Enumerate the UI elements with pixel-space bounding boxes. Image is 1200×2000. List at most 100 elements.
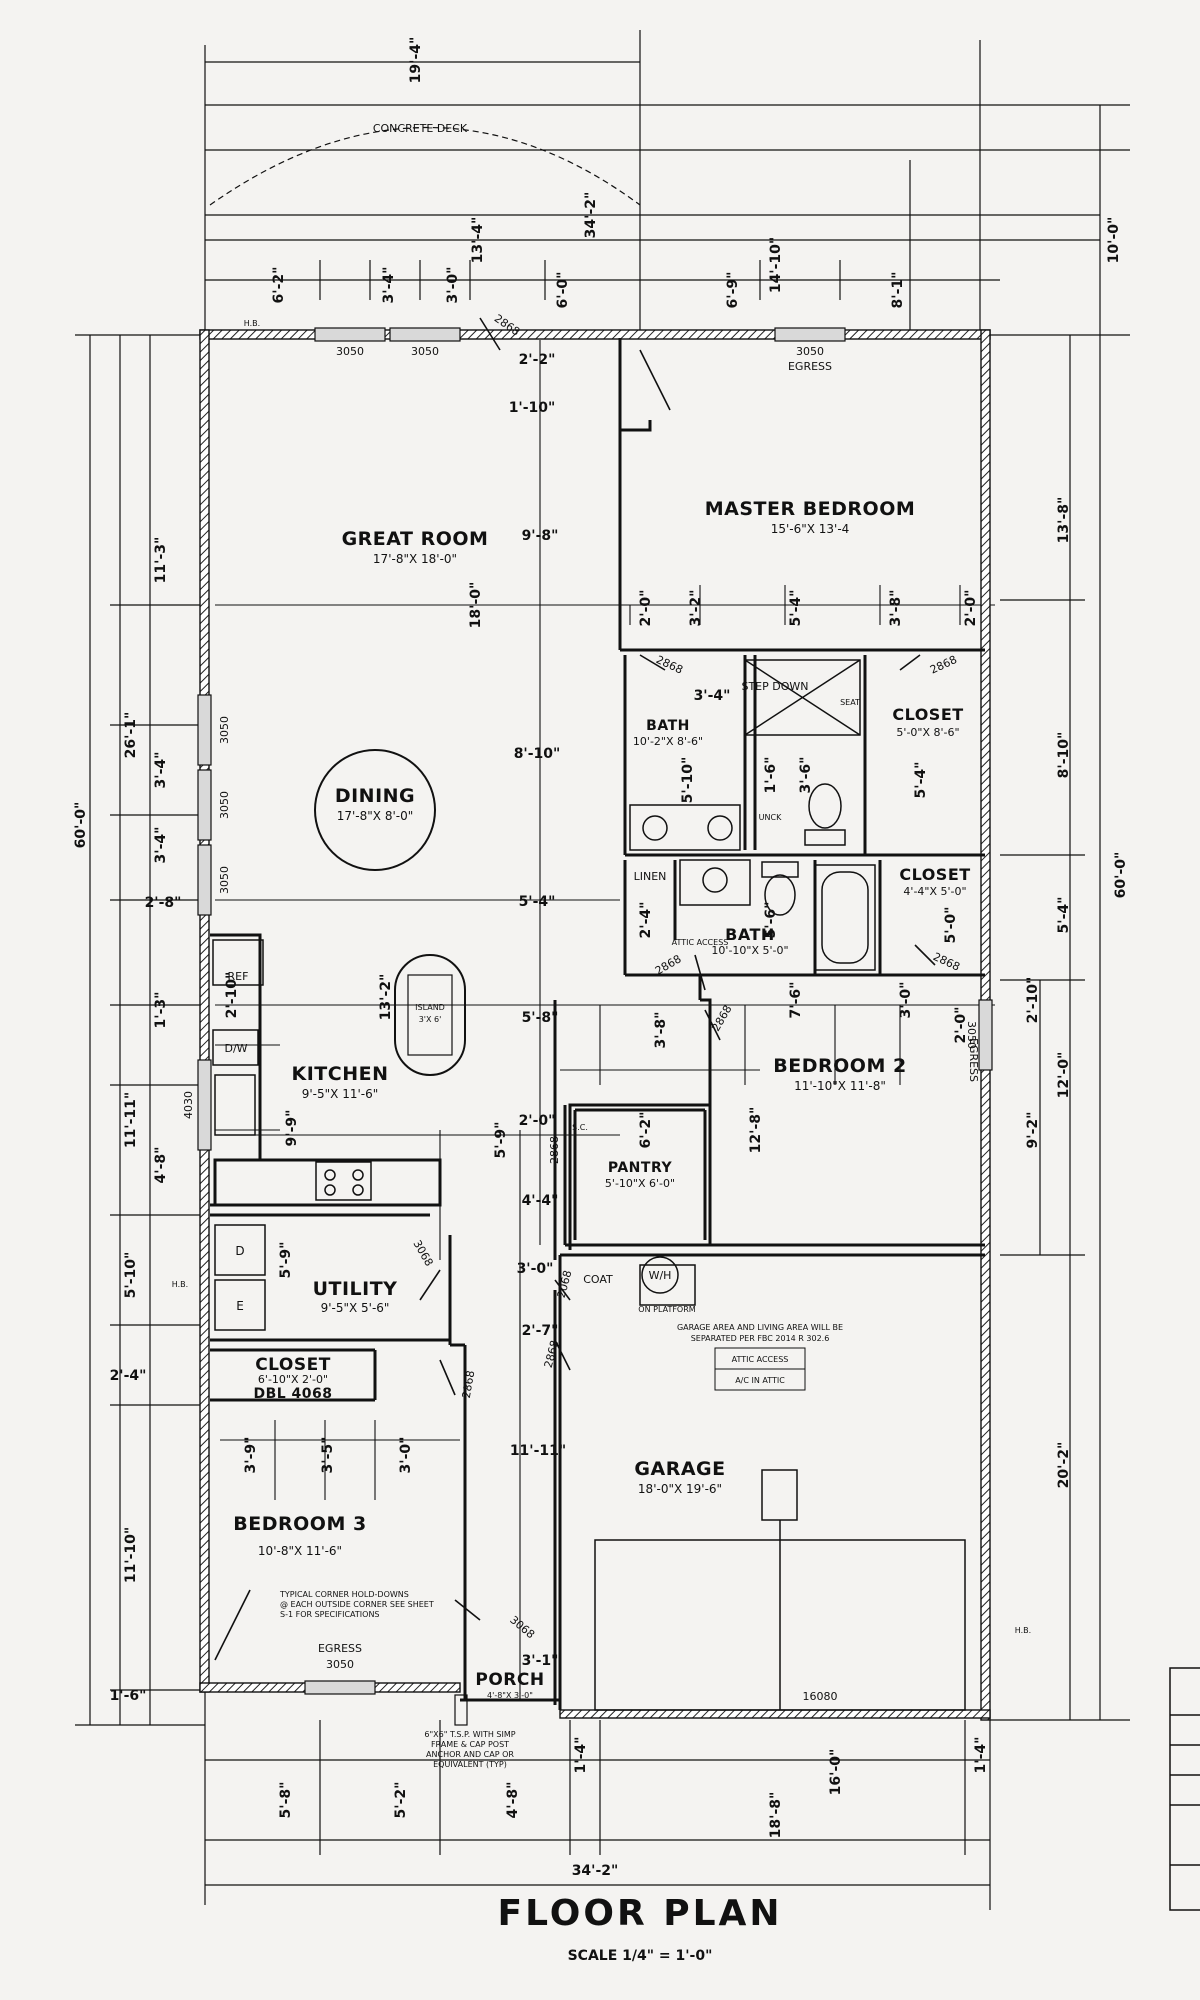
dim-bath-2: 5'-10" (680, 757, 696, 804)
dim-left-f: 1'-3" (153, 992, 169, 1029)
coat-label: COAT (583, 1273, 613, 1286)
win-top-1: 3050 (336, 345, 364, 358)
door-closet: 2868 (928, 653, 959, 677)
kitchen-island (394, 954, 466, 1076)
master-bedroom-label: MASTER BEDROOM (705, 498, 916, 520)
dining-label: DINING (335, 785, 415, 807)
windows (197, 327, 993, 1695)
dim-left-j: 2'-4" (110, 1368, 147, 1384)
dim-right-b: 8'-10" (1056, 732, 1072, 779)
win-left-kitchen: 4030 (182, 1091, 195, 1119)
sc-label: S.C. (572, 1123, 588, 1132)
dim-int-4: 18'-0" (468, 582, 484, 629)
dim-int-3: 9'-8" (522, 528, 559, 544)
dim-int-11: 9'-9" (284, 1110, 300, 1147)
porch-label: PORCH (475, 1670, 544, 1690)
dim-right-g: 20'-2" (1056, 1442, 1072, 1489)
dim-bath-1: 3'-4" (694, 688, 731, 704)
dim-right-total: 60'-0" (1113, 852, 1129, 899)
great-room-size: 17'-8"X 18'-0" (373, 552, 457, 566)
dim-top-deck: 34'-2" (583, 192, 599, 239)
dim-bot-total: 34'-2" (572, 1863, 619, 1879)
dim-left-c: 3'-4" (153, 752, 169, 789)
egress-top: EGRESS (788, 360, 832, 373)
dim-right-a: 13'-8" (1056, 497, 1072, 544)
dim-right-d: 2'-10" (1025, 977, 1041, 1024)
master-bath-label: BATH (646, 718, 690, 734)
dim-hc-1: 5'-0" (943, 907, 959, 944)
dim-right-c: 5'-4" (1056, 897, 1072, 934)
dim-left-e: 2'-8" (145, 895, 182, 911)
garage-label: GARAGE (634, 1458, 725, 1480)
dim-bot-c: 4'-8" (505, 1782, 521, 1819)
dim-left-g: 11'-11" (123, 1092, 139, 1148)
interior-dimensions (215, 340, 995, 1700)
door-bath: 2868 (654, 653, 685, 677)
right-dimensions (990, 334, 1130, 1721)
dim-int-8: 13'-2" (378, 974, 394, 1021)
kitchen-label: KITCHEN (292, 1063, 389, 1085)
dim-left-b: 26'-1" (123, 712, 139, 759)
dim-left-a: 11'-3" (153, 537, 169, 584)
dim-left-h: 4'-8" (153, 1147, 169, 1184)
exterior-walls (199, 329, 991, 1721)
hb-top: H.B. (244, 319, 260, 328)
step-down-label: STEP DOWN (741, 680, 808, 693)
dim-int-15: 3'-0" (517, 1261, 554, 1277)
door-front: 3068 (507, 1613, 537, 1641)
dim-mb-5: 2'-0" (963, 590, 979, 627)
dim-bot-f: 16'-0" (828, 1749, 844, 1796)
bedroom2-size: 11'-10"X 11'-8" (794, 1079, 886, 1093)
dim-bot-d: 1'-4" (573, 1737, 589, 1774)
dim-mb-3: 5'-4" (788, 590, 804, 627)
dim-top-mid: 13'-4" (470, 217, 486, 264)
dim-bath2-1: 2'-4" (638, 902, 654, 939)
dim-int-19: 5'-9" (278, 1242, 294, 1279)
dim-top-d: 6'-0" (555, 272, 571, 309)
corner-note-3: S-1 FOR SPECIFICATIONS (280, 1610, 380, 1619)
closet3-size: 6'-10"X 2'-0" (258, 1373, 328, 1386)
dim-int-2: 1'-10" (509, 400, 556, 416)
dim-int-10: 5'-9" (493, 1122, 509, 1159)
dim-int-6: 5'-4" (519, 894, 556, 910)
garage-door: 16080 (803, 1690, 838, 1703)
hall-bath-size: 10'-10"X 5'-0" (711, 944, 788, 957)
dim-left-l: 1'-6" (110, 1688, 147, 1704)
left-dimensions (75, 334, 205, 1726)
fixtures (212, 659, 966, 1711)
dim-bot-e: 18'-8" (768, 1792, 784, 1839)
deck-arc (209, 127, 641, 206)
dim-b3-2: 3'-5" (320, 1437, 336, 1474)
dim-left-i: 5'-10" (123, 1252, 139, 1299)
dim-bed2-2: 3'-0" (898, 982, 914, 1019)
porch-size: 4'-8"X 3'-0" (487, 1691, 533, 1700)
dim-left-d: 3'-4" (153, 827, 169, 864)
concrete-deck-label: CONCRETE DECK (373, 122, 468, 135)
win-left-3: 3050 (218, 866, 231, 894)
garage-note-1: GARAGE AREA AND LIVING AREA WILL BE (677, 1323, 843, 1332)
ac-attic-label: A/C IN ATTIC (735, 1376, 785, 1385)
win-right-bed2: 3050 (965, 1021, 978, 1049)
dim-int-7: 5'-8" (522, 1010, 559, 1026)
kitchen-size: 9'-5"X 11'-6" (302, 1087, 379, 1101)
pantry-label: PANTRY (608, 1160, 673, 1176)
egress-bottom: EGRESS (318, 1642, 362, 1655)
wh-platform-label: ON PLATFORM (638, 1305, 695, 1314)
dim-top-total: 19'-4" (408, 37, 424, 84)
dim-int-16: 2'-7" (522, 1323, 559, 1339)
win-left-2: 3050 (218, 791, 231, 819)
win-top-2: 3050 (411, 345, 439, 358)
dim-int-13: 6'-2" (638, 1112, 654, 1149)
door-swings (214, 317, 936, 1661)
door-coat: 2068 (555, 1269, 575, 1299)
win-left-1: 3050 (218, 716, 231, 744)
dim-bot-g: 1'-4" (973, 1737, 989, 1774)
dim-right-f: 9'-2" (1025, 1112, 1041, 1149)
dw-label: D/W (224, 1042, 247, 1055)
bedroom3-size: 10'-8"X 11'-6" (258, 1544, 342, 1558)
ref-label: REF (228, 970, 249, 983)
dining-table (314, 749, 436, 871)
dim-bot-a: 5'-8" (278, 1782, 294, 1819)
dim-mb-4: 3'-8" (888, 590, 904, 627)
